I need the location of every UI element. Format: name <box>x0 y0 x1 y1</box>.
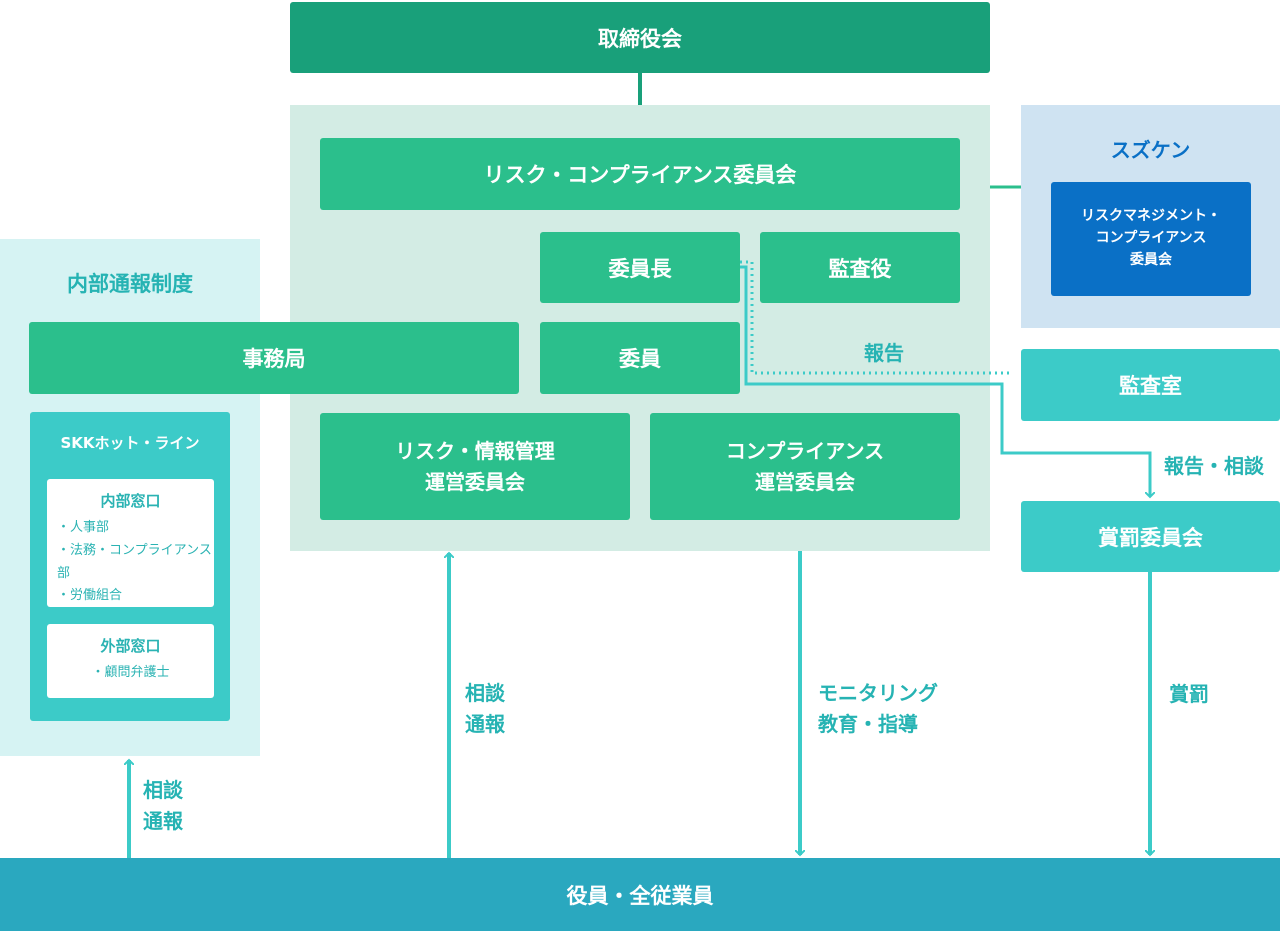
report-dotted-line <box>740 260 1012 375</box>
reward-punishment-label: 賞罰 <box>1169 682 1209 706</box>
external-contact-item: ・顧問弁護士 <box>91 665 170 680</box>
committee-chair-box: 委員長 <box>540 232 740 303</box>
compliance-operation-committee-box: コンプライアンス 運営委員会 <box>650 413 960 520</box>
external-contact-title: 外部窓口 <box>100 637 161 655</box>
committee-member-box: 委員 <box>540 322 740 394</box>
report-label: 報告 <box>864 341 904 365</box>
secretariat-box: 事務局 <box>29 322 519 394</box>
internal-contact-item: ・人事部 <box>57 520 110 535</box>
internal-contact-item: ・法務・コンプライアンス部 <box>57 542 212 581</box>
board-of-directors-box: 取締役会 <box>290 2 990 73</box>
employees-bar: 役員・全従業員 <box>0 858 1280 931</box>
external-contact-card: 外部窓口 ・顧問弁護士 <box>47 624 214 698</box>
whistleblowing-title: 内部通報制度 <box>67 272 193 296</box>
risk-compliance-committee-box: リスク・コンプライアンス委員会 <box>320 138 960 210</box>
risk-info-management-committee-box: リスク・情報管理 運営委員会 <box>320 413 630 520</box>
report-consult-line <box>740 265 1150 497</box>
internal-contact-title: 内部窓口 <box>100 492 161 510</box>
monitoring-education-label: モニタリング 教育・指導 <box>818 681 938 736</box>
hotline-title: SKKホット・ライン <box>60 434 200 452</box>
suzuken-title: スズケン <box>1110 138 1191 162</box>
auditor-box: 監査役 <box>760 232 960 303</box>
suzuken-committee-box: リスクマネジメント・ コンプライアンス 委員会 <box>1051 182 1251 296</box>
center-consult-report-label: 相談 通報 <box>465 681 505 736</box>
internal-contact-card: 内部窓口 ・人事部 ・法務・コンプライアンス部 ・労働組合 <box>47 479 214 607</box>
reward-committee-box: 賞罰委員会 <box>1021 501 1280 572</box>
internal-contact-item: ・労働組合 <box>57 588 123 604</box>
left-consult-report-label: 相談 通報 <box>143 778 183 833</box>
report-consult-label: 報告・相談 <box>1164 454 1264 478</box>
audit-office-box: 監査室 <box>1021 349 1280 421</box>
